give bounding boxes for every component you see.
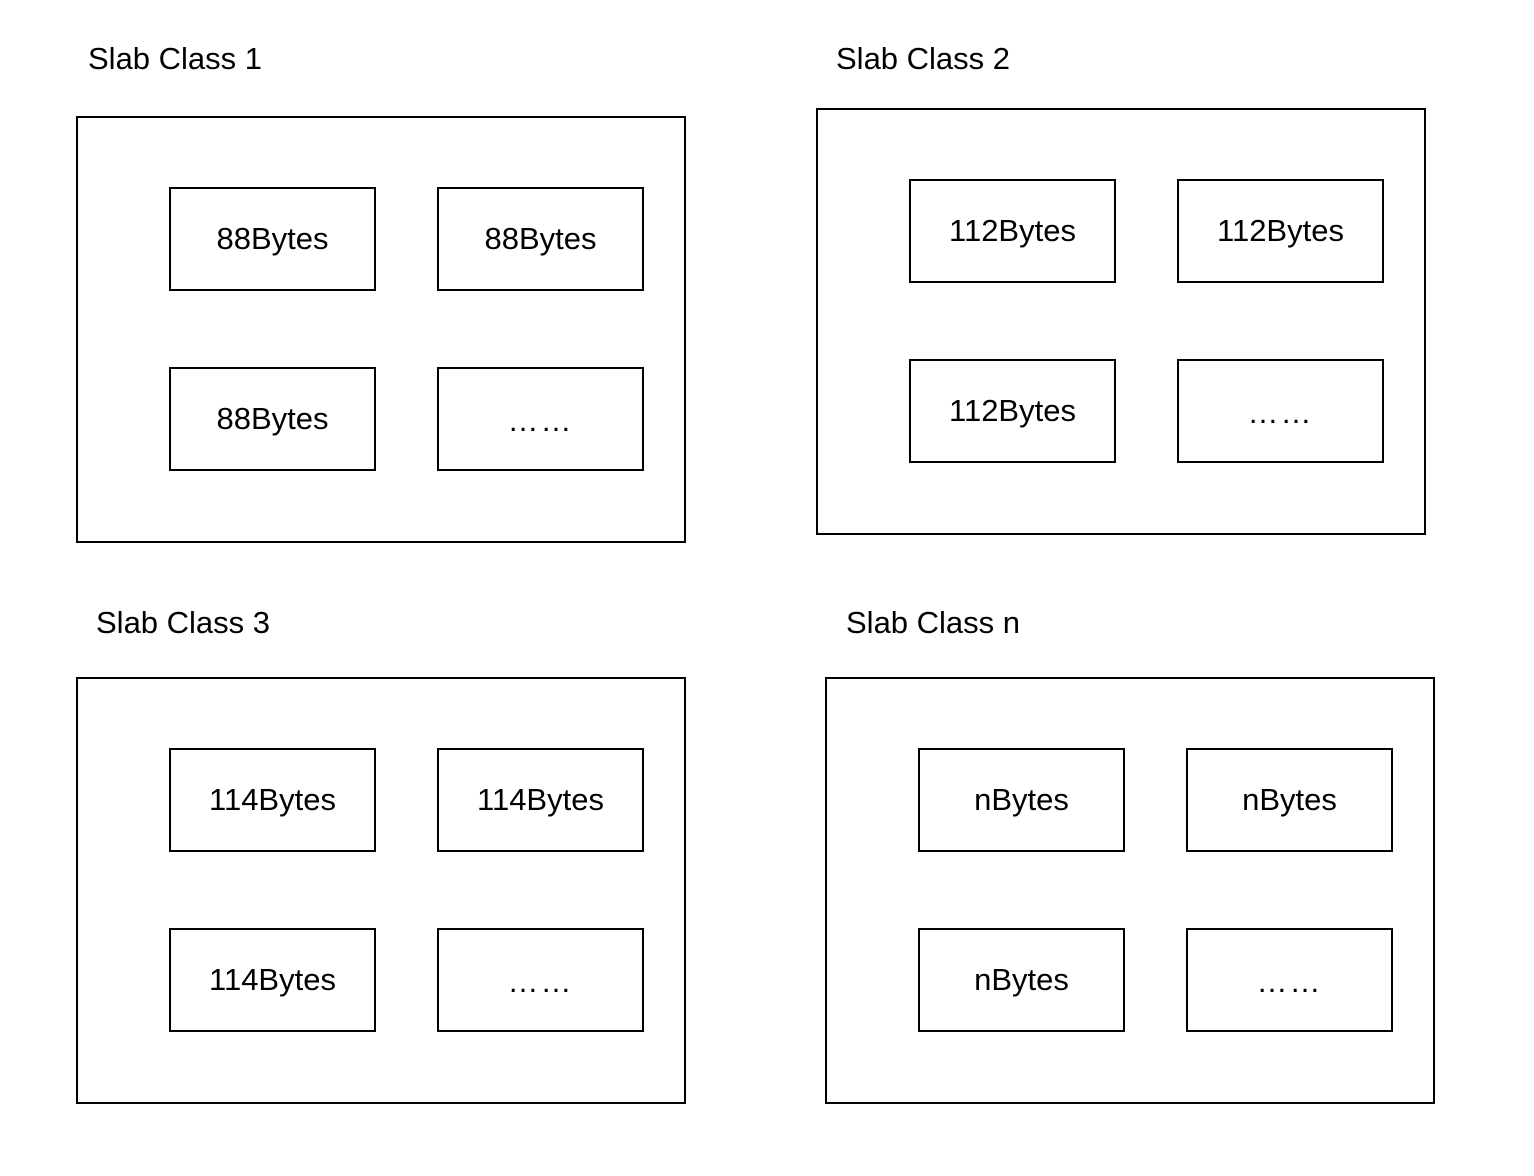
slab-class-n-title: Slab Class n [846, 605, 1021, 640]
chunk-box: 114Bytes [169, 928, 376, 1032]
chunk-label: nBytes [1242, 782, 1337, 817]
chunk-label: nBytes [974, 962, 1069, 997]
slab-class-1-title: Slab Class 1 [88, 41, 263, 76]
chunk-label: 114Bytes [209, 962, 336, 997]
chunk-label: 112Bytes [949, 393, 1076, 428]
slab-class-2-frame: 112Bytes 112Bytes 112Bytes …… [816, 108, 1426, 535]
slab-class-3-frame: 114Bytes 114Bytes 114Bytes …… [76, 677, 686, 1104]
chunk-label: 112Bytes [949, 213, 1076, 248]
slab-class-2-title: Slab Class 2 [836, 41, 1011, 76]
chunk-label: 114Bytes [477, 782, 604, 817]
chunk-ellipsis: …… [507, 403, 574, 438]
chunk-label: nBytes [974, 782, 1069, 817]
slab-class-1-frame: 88Bytes 88Bytes 88Bytes …… [76, 116, 686, 543]
chunk-box: nBytes [918, 748, 1125, 852]
chunk-label: 114Bytes [209, 782, 336, 817]
chunk-label: 88Bytes [216, 401, 329, 436]
chunk-box-ellipsis: …… [1186, 928, 1393, 1032]
chunk-box: 112Bytes [909, 179, 1116, 283]
chunk-box: 114Bytes [169, 748, 376, 852]
chunk-box: 114Bytes [437, 748, 644, 852]
chunk-ellipsis: …… [507, 964, 574, 999]
chunk-box: 112Bytes [1177, 179, 1384, 283]
chunk-label: 112Bytes [1217, 213, 1344, 248]
chunk-box-ellipsis: …… [437, 928, 644, 1032]
chunk-box-ellipsis: …… [1177, 359, 1384, 463]
slab-class-3-title: Slab Class 3 [96, 605, 271, 640]
chunk-box: nBytes [918, 928, 1125, 1032]
chunk-label: 88Bytes [216, 221, 329, 256]
chunk-box: 88Bytes [169, 367, 376, 471]
chunk-ellipsis: …… [1247, 395, 1314, 430]
chunk-label: 88Bytes [484, 221, 597, 256]
chunk-box: 88Bytes [437, 187, 644, 291]
chunk-ellipsis: …… [1256, 964, 1323, 999]
chunk-box: 88Bytes [169, 187, 376, 291]
slab-class-n-frame: nBytes nBytes nBytes …… [825, 677, 1435, 1104]
chunk-box: 112Bytes [909, 359, 1116, 463]
chunk-box: nBytes [1186, 748, 1393, 852]
chunk-box-ellipsis: …… [437, 367, 644, 471]
